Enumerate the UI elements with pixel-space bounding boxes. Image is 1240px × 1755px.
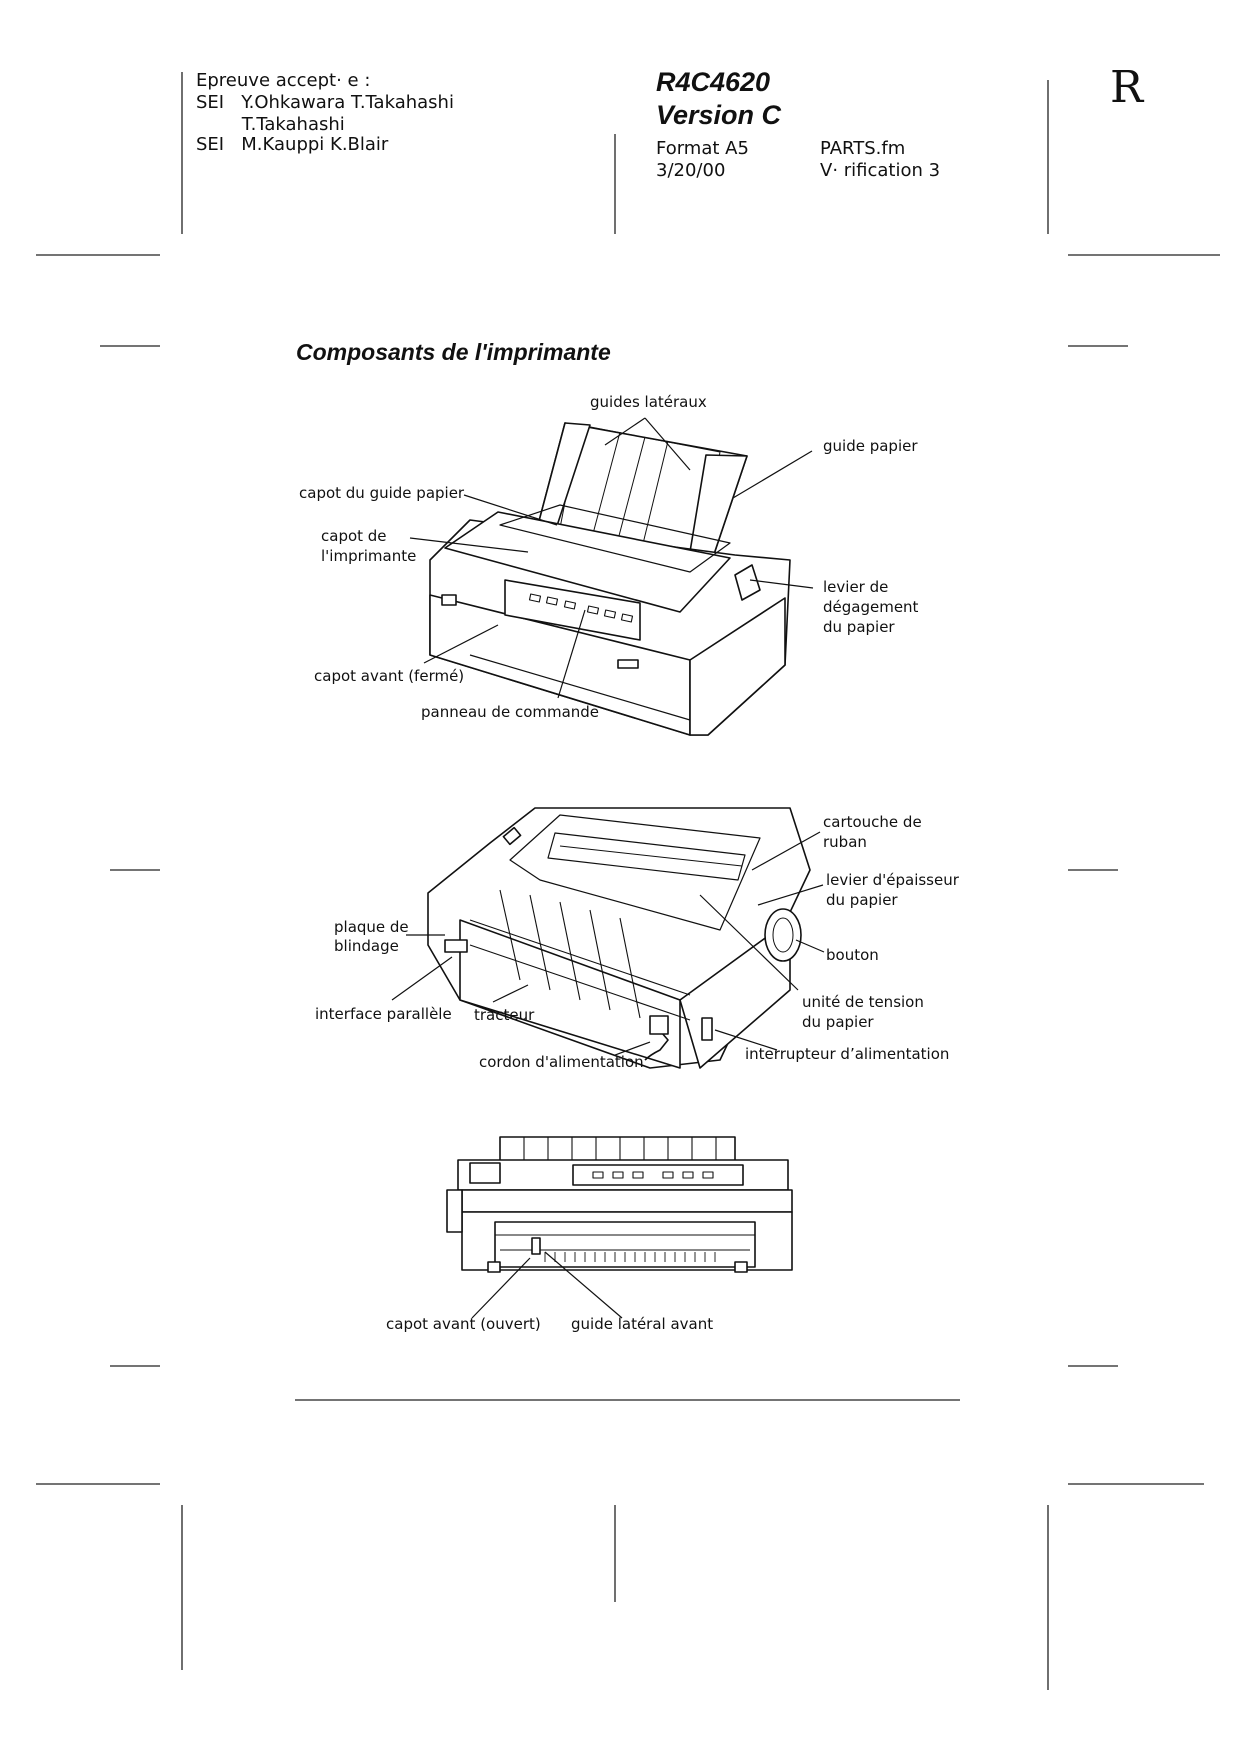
label-guide-papier: guide papier	[823, 437, 918, 455]
label-capot-guide-papier: capot du guide papier	[299, 484, 465, 502]
label-interface-parallele: interface parallèle	[315, 1005, 452, 1023]
label-unite-tension-1: unité de tension	[802, 993, 924, 1011]
proof-line-3: T.Takahashi	[196, 114, 345, 135]
label-panneau-commande: panneau de commande	[421, 703, 600, 721]
label-cartouche-2: ruban	[823, 833, 867, 851]
label-levier-degagement-2: dégagement	[823, 598, 919, 616]
proof-line-2: SEI Y.Ohkawara T.Takahashi	[196, 92, 454, 113]
label-plaque-1: plaque de	[334, 918, 409, 936]
proof-line-4: SEI M.Kauppi K.Blair	[196, 134, 389, 155]
label-levier-epaisseur-2: du papier	[826, 891, 898, 909]
label-guide-lateral-avant: guide latéral avant	[571, 1315, 714, 1333]
document-code: R4C4620	[656, 67, 771, 97]
label-guides-lateraux: guides latéraux	[590, 393, 707, 411]
label-capot-avant-ouvert: capot avant (ouvert)	[386, 1315, 541, 1333]
label-levier-degagement-3: du papier	[823, 618, 895, 636]
format-label: Format A5	[656, 138, 749, 159]
label-plaque-2: blindage	[334, 937, 399, 955]
label-interrupteur: interrupteur d’alimentation	[745, 1045, 950, 1063]
label-cartouche-1: cartouche de	[823, 813, 922, 831]
label-capot-avant-ferme: capot avant (fermé)	[314, 667, 465, 685]
label-tracteur: tracteur	[474, 1006, 535, 1024]
label-cordon: cordon d'alimentation	[479, 1053, 644, 1071]
label-unite-tension-2: du papier	[802, 1013, 874, 1031]
label-capot-imprimante-2: l'imprimante	[321, 547, 417, 565]
proof-line-1: Epreuve accept· e :	[196, 70, 371, 91]
page-title: Composants de l'imprimante	[296, 339, 611, 365]
label-levier-degagement-1: levier de	[823, 578, 889, 596]
verification-label: V· rification 3	[820, 160, 941, 181]
file-name: PARTS.fm	[820, 138, 906, 159]
section-letter: R	[1110, 62, 1144, 113]
date-label: 3/20/00	[656, 160, 726, 181]
label-bouton: bouton	[826, 946, 879, 964]
label-capot-imprimante-1: capot de	[321, 527, 387, 545]
document-version: Version C	[656, 100, 782, 130]
label-levier-epaisseur-1: levier d'épaisseur	[826, 871, 959, 889]
